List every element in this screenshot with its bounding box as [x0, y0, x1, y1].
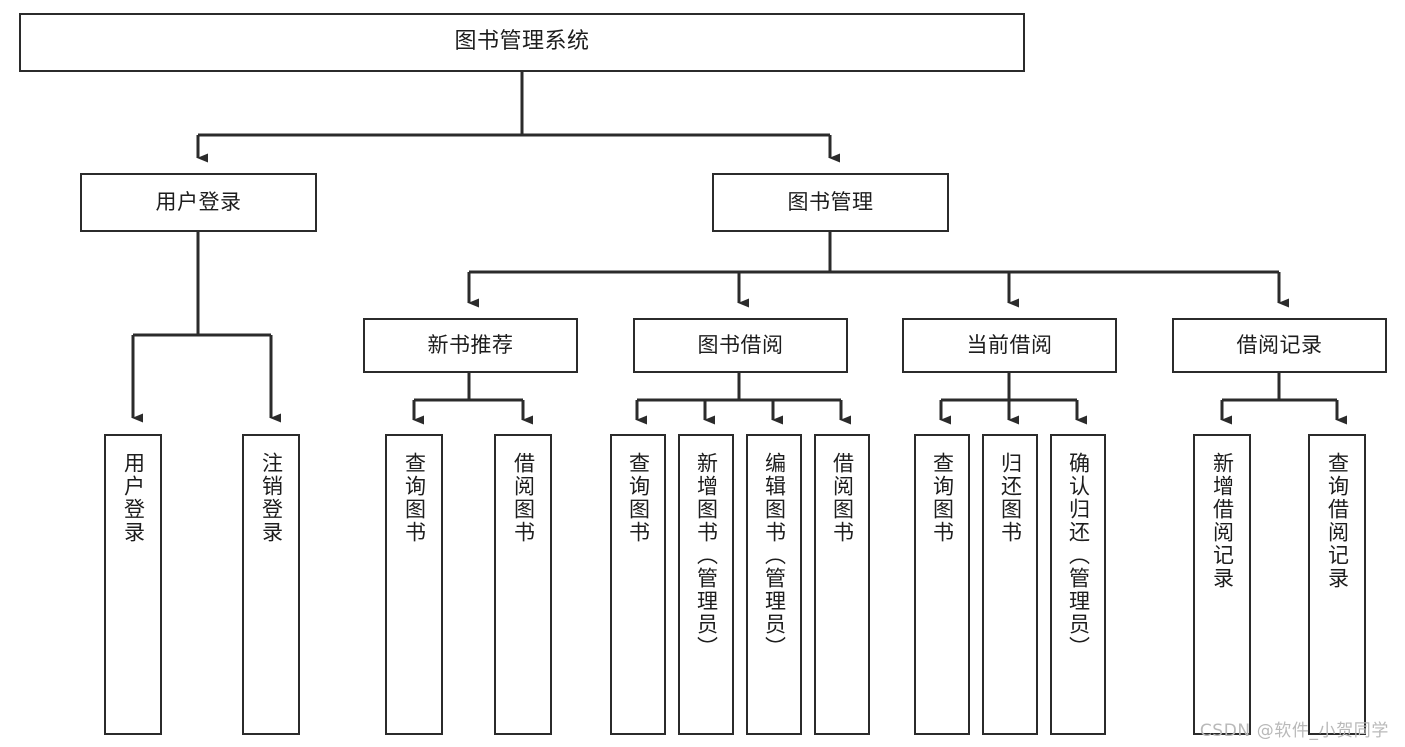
node-label: 新书推荐: [427, 332, 514, 357]
node-label: 查询图书: [626, 452, 651, 544]
node-leaf-edit-book-admin[interactable]: 编辑图书（管理员）: [746, 434, 802, 735]
node-leaf-add-borrow-record[interactable]: 新增借阅记录: [1193, 434, 1251, 735]
node-current-borrow[interactable]: 当前借阅: [902, 318, 1117, 373]
node-label: 查询借阅记录: [1325, 452, 1350, 590]
node-leaf-borrow-book[interactable]: 借阅图书: [814, 434, 870, 735]
node-leaf-query-book-current[interactable]: 查询图书: [914, 434, 970, 735]
node-label: 借阅记录: [1236, 332, 1323, 357]
node-label: 图书管理: [787, 189, 874, 214]
node-label: 注销登录: [259, 452, 284, 544]
node-label: 借阅图书: [511, 452, 536, 544]
node-label: 编辑图书（管理员）: [762, 452, 787, 659]
node-label: 借阅图书: [830, 452, 855, 544]
node-label: 查询图书: [402, 452, 427, 544]
node-label: 用户登录: [121, 452, 146, 544]
node-leaf-confirm-return-admin[interactable]: 确认归还（管理员）: [1050, 434, 1106, 735]
node-book-management[interactable]: 图书管理: [712, 173, 949, 232]
node-label: 新增图书（管理员）: [694, 452, 719, 659]
node-leaf-query-book-new[interactable]: 查询图书: [385, 434, 443, 735]
node-leaf-logout[interactable]: 注销登录: [242, 434, 300, 735]
node-label: 归还图书: [998, 452, 1023, 544]
node-borrow-record[interactable]: 借阅记录: [1172, 318, 1387, 373]
node-leaf-user-login[interactable]: 用户登录: [104, 434, 162, 735]
node-leaf-add-book-admin[interactable]: 新增图书（管理员）: [678, 434, 734, 735]
node-user-login[interactable]: 用户登录: [80, 173, 317, 232]
node-leaf-query-book[interactable]: 查询图书: [610, 434, 666, 735]
node-leaf-return-book[interactable]: 归还图书: [982, 434, 1038, 735]
node-leaf-query-borrow-record[interactable]: 查询借阅记录: [1308, 434, 1366, 735]
node-leaf-borrow-book-new[interactable]: 借阅图书: [494, 434, 552, 735]
node-label: 图书管理系统: [454, 29, 590, 55]
node-label: 用户登录: [155, 189, 242, 214]
node-label: 查询图书: [930, 452, 955, 544]
node-label: 确认归还（管理员）: [1066, 452, 1091, 659]
node-label: 当前借阅: [966, 332, 1053, 357]
node-label: 新增借阅记录: [1210, 452, 1235, 590]
node-new-book-recommend[interactable]: 新书推荐: [363, 318, 578, 373]
node-label: 图书借阅: [697, 332, 784, 357]
node-book-borrow[interactable]: 图书借阅: [633, 318, 848, 373]
node-root-book-management-system[interactable]: 图书管理系统: [19, 13, 1025, 72]
watermark-text: CSDN @软件_小贺同学: [1199, 721, 1389, 741]
